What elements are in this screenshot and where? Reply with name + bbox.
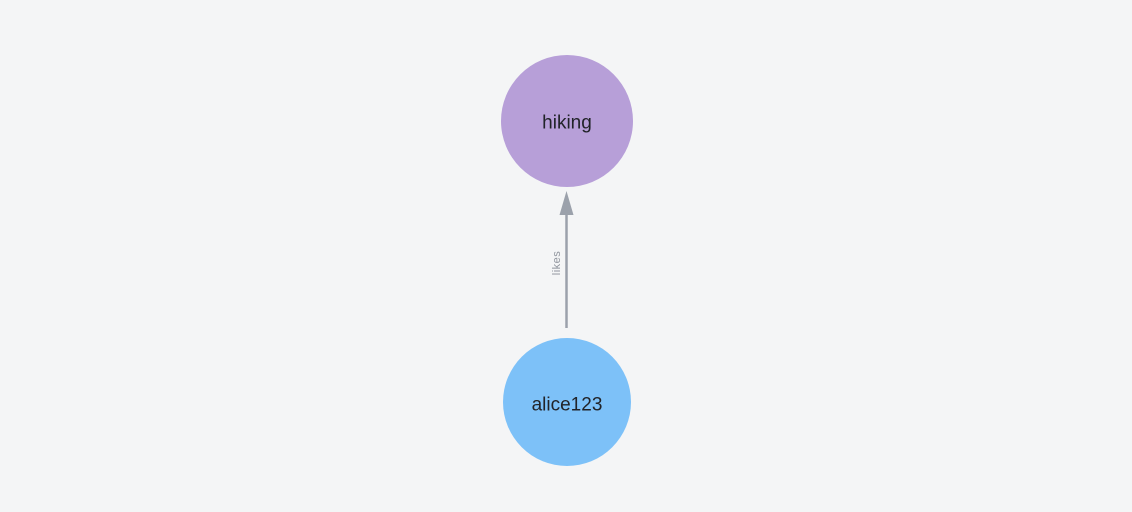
node-label-alice123: alice123 [532, 395, 603, 416]
node-hiking[interactable]: hiking [501, 55, 633, 187]
edge-label: likes [551, 251, 563, 276]
node-label-hiking: hiking [542, 113, 592, 134]
node-alice123[interactable]: alice123 [503, 338, 631, 466]
edge-arrowhead-icon [559, 191, 574, 215]
node-circle-alice123[interactable] [503, 338, 631, 466]
node-circle-hiking[interactable] [501, 55, 633, 187]
edge-alice123-likes-hiking[interactable]: likes [551, 191, 574, 328]
